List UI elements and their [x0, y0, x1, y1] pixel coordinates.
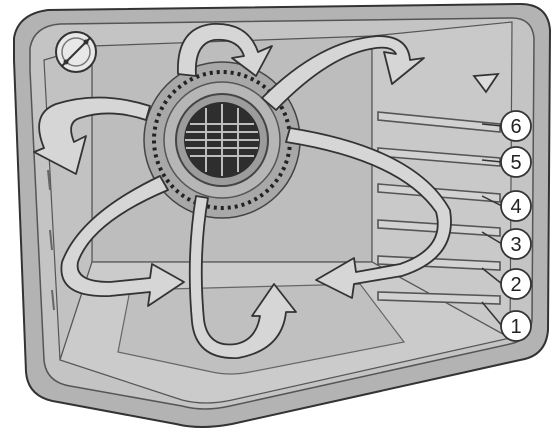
- vent-indicator-icon: [472, 72, 500, 94]
- rack-position-labels: 6 5 4 3 2 1: [481, 110, 532, 342]
- rack-label-3-text: 3: [510, 234, 521, 256]
- rack-label-4: 4: [481, 190, 532, 222]
- rack-label-1: 1: [481, 301, 532, 342]
- rack-label-2-text: 2: [510, 274, 521, 296]
- rack-label-6: 6: [481, 110, 532, 142]
- rack-label-4-text: 4: [510, 196, 521, 218]
- rack-label-5: 5: [481, 146, 532, 178]
- airflow-arrow-icon: [33, 23, 452, 359]
- rack-label-3: 3: [481, 228, 532, 260]
- rack-label-2: 2: [481, 267, 532, 300]
- oven-light-icon: [55, 31, 97, 73]
- rack-label-1-text: 1: [510, 316, 521, 338]
- rack-label-5-text: 5: [510, 152, 521, 174]
- convection-fan-icon: [143, 61, 301, 219]
- rack-label-6-text: 6: [510, 116, 521, 138]
